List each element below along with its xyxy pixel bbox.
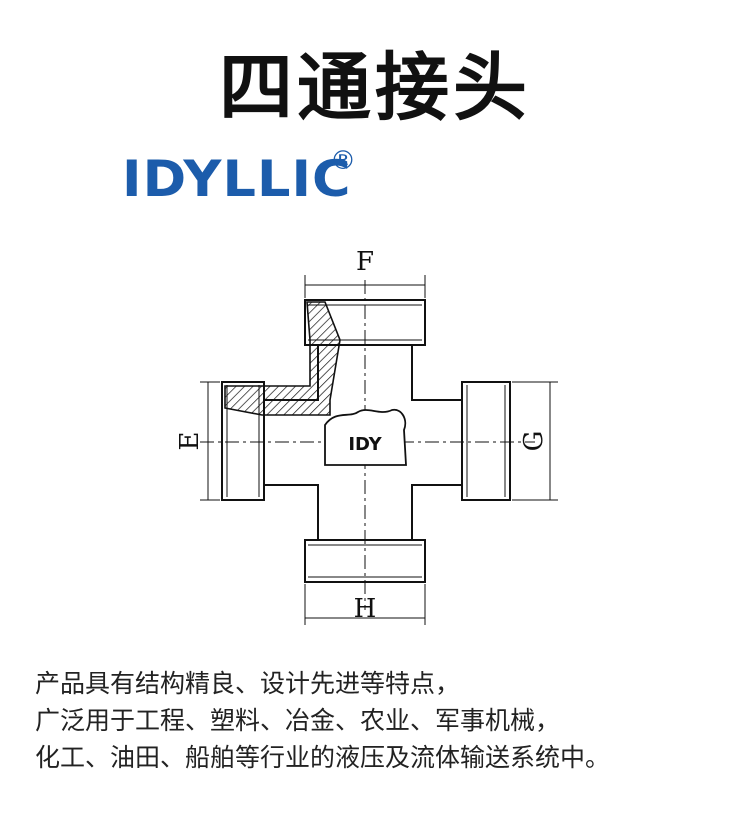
stamp-label: IDY	[348, 434, 382, 455]
description-line: 产品具有结构精良、设计先进等特点，	[35, 669, 461, 698]
right-port	[461, 381, 511, 501]
dim-label-h: H	[354, 594, 377, 624]
description-line: 化工、油田、船舶等行业的液压及流体输送系统中。	[35, 743, 611, 772]
brand-logo-text: IDYLLIC	[122, 150, 352, 208]
hatched-section	[224, 301, 341, 416]
brand-stamp	[324, 408, 407, 466]
registered-mark: ®	[330, 146, 356, 176]
description-line: 广泛用于工程、塑料、冶金、农业、军事机械，	[35, 706, 561, 735]
brand-logo: IDYLLIC ®	[122, 146, 356, 210]
page-title: 四通接头	[219, 45, 531, 131]
cross-fitting-diagram: IDY F H E G	[175, 247, 558, 625]
dim-label-g: G	[519, 431, 549, 452]
dim-label-f: F	[356, 247, 374, 277]
description: 产品具有结构精良、设计先进等特点， 广泛用于工程、塑料、冶金、农业、军事机械， …	[35, 665, 725, 776]
dim-label-e: E	[175, 432, 205, 451]
